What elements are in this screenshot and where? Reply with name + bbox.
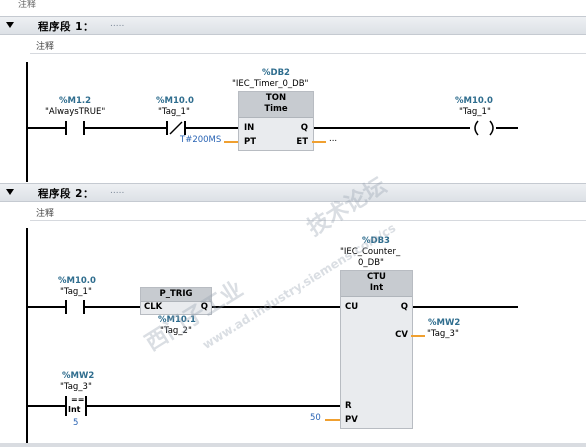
network-2-comment-text: 注释 bbox=[36, 209, 55, 219]
timer-db-name: "IEC_Timer_0_DB" bbox=[232, 79, 309, 89]
ton-et-pin: ET bbox=[296, 137, 308, 147]
ctu-type: CTU bbox=[367, 272, 386, 282]
normally-closed-contact-icon[interactable] bbox=[166, 121, 186, 135]
p-trig-symbol: "Tag_2" bbox=[160, 326, 192, 336]
network-1-comment-text: 注释 bbox=[36, 42, 55, 52]
wire bbox=[496, 127, 518, 129]
coil-address: %M10.0 bbox=[455, 96, 493, 106]
p-trig-name: P_TRIG bbox=[141, 288, 211, 302]
timer-db-address: %DB2 bbox=[262, 68, 290, 78]
pt-input-line bbox=[224, 141, 238, 143]
collapse-triangle-icon[interactable] bbox=[6, 189, 14, 195]
contact-3-symbol: "Tag_1" bbox=[60, 287, 92, 297]
wire bbox=[411, 306, 518, 308]
compare-equal-contact-icon[interactable]: == Int bbox=[65, 395, 87, 416]
p-trig-address: %M10.1 bbox=[158, 315, 196, 325]
contact-1-symbol: "AlwaysTRUE" bbox=[45, 107, 106, 117]
top-comment: 注释 bbox=[18, 0, 37, 10]
counter-db-name-1: "IEC_Counter_ bbox=[340, 247, 401, 257]
network-2-header[interactable]: 程序段 2： ..... bbox=[0, 183, 586, 202]
ctu-cu-pin: CU bbox=[345, 302, 359, 312]
contact-1-address: %M1.2 bbox=[59, 96, 92, 106]
counter-db-name-2: 0_DB" bbox=[358, 258, 384, 268]
compare-value[interactable]: 5 bbox=[73, 418, 79, 428]
output-coil-icon[interactable] bbox=[470, 120, 498, 136]
compare-address: %MW2 bbox=[62, 371, 95, 381]
power-rail-2 bbox=[26, 228, 28, 447]
network-1-title: 程序段 1： bbox=[38, 21, 94, 33]
ton-pt-value[interactable]: T#200MS bbox=[180, 135, 222, 145]
ton-in-pin: IN bbox=[244, 123, 255, 133]
ton-et-value[interactable]: ... bbox=[329, 134, 338, 144]
ctu-cv-pin: CV bbox=[395, 330, 408, 340]
ctu-pv-pin: PV bbox=[345, 415, 358, 425]
wire bbox=[312, 127, 470, 129]
wire bbox=[210, 306, 340, 308]
contact-2-symbol: "Tag_1" bbox=[158, 107, 190, 117]
network-2-title: 程序段 2： bbox=[38, 188, 94, 200]
wire bbox=[186, 127, 238, 129]
horizontal-scrollbar[interactable] bbox=[0, 443, 586, 447]
ton-block-header: TON Time bbox=[239, 92, 313, 118]
cv-output-symbol[interactable]: "Tag_3" bbox=[427, 329, 459, 339]
network-2-title-dots: ..... bbox=[110, 186, 125, 196]
cv-output-address: %MW2 bbox=[428, 318, 461, 328]
ton-subtype: Time bbox=[264, 104, 288, 114]
compare-operator: == bbox=[71, 395, 85, 404]
ctu-block-header: CTU Int bbox=[341, 271, 412, 297]
ton-q-pin: Q bbox=[300, 123, 308, 133]
normally-open-contact-icon[interactable] bbox=[65, 121, 85, 135]
wire bbox=[27, 306, 65, 308]
ctu-q-pin: Q bbox=[400, 302, 408, 312]
p-trig-block[interactable]: P_TRIG CLK Q bbox=[140, 287, 212, 315]
ctu-r-pin: R bbox=[345, 401, 352, 411]
wire bbox=[87, 405, 340, 407]
coil-symbol: "Tag_1" bbox=[459, 107, 491, 117]
ton-pt-pin: PT bbox=[244, 137, 257, 147]
et-output-line bbox=[312, 141, 326, 143]
wire bbox=[27, 405, 65, 407]
compare-symbol: "Tag_3" bbox=[60, 382, 92, 392]
network-1-title-dots: ..... bbox=[110, 19, 125, 29]
pv-input-line bbox=[325, 419, 340, 421]
network-1-header[interactable]: 程序段 1： ..... bbox=[0, 16, 586, 35]
ctu-subtype: Int bbox=[369, 283, 384, 293]
network-2-comment[interactable]: 注释 bbox=[30, 205, 586, 221]
collapse-triangle-icon[interactable] bbox=[6, 22, 14, 28]
p-trig-q-pin: Q bbox=[200, 302, 208, 312]
wire bbox=[27, 127, 65, 129]
contact-3-address: %M10.0 bbox=[58, 276, 96, 286]
ctu-counter-block[interactable]: CTU Int CU Q CV R PV bbox=[340, 270, 413, 429]
ton-timer-block[interactable]: TON Time IN Q PT ET bbox=[238, 91, 314, 151]
counter-db-address: %DB3 bbox=[362, 236, 390, 246]
wire bbox=[84, 127, 166, 129]
compare-datatype: Int bbox=[68, 405, 81, 414]
ctu-pv-value[interactable]: 50 bbox=[310, 413, 321, 423]
power-rail-1 bbox=[26, 62, 28, 182]
wire bbox=[84, 306, 140, 308]
network-1-comment[interactable]: 注释 bbox=[30, 38, 586, 54]
contact-2-address: %M10.0 bbox=[156, 96, 194, 106]
cv-output-line bbox=[411, 335, 425, 337]
p-trig-clk-pin: CLK bbox=[144, 302, 163, 312]
normally-open-contact-icon[interactable] bbox=[65, 300, 85, 314]
ton-type: TON bbox=[265, 93, 287, 103]
